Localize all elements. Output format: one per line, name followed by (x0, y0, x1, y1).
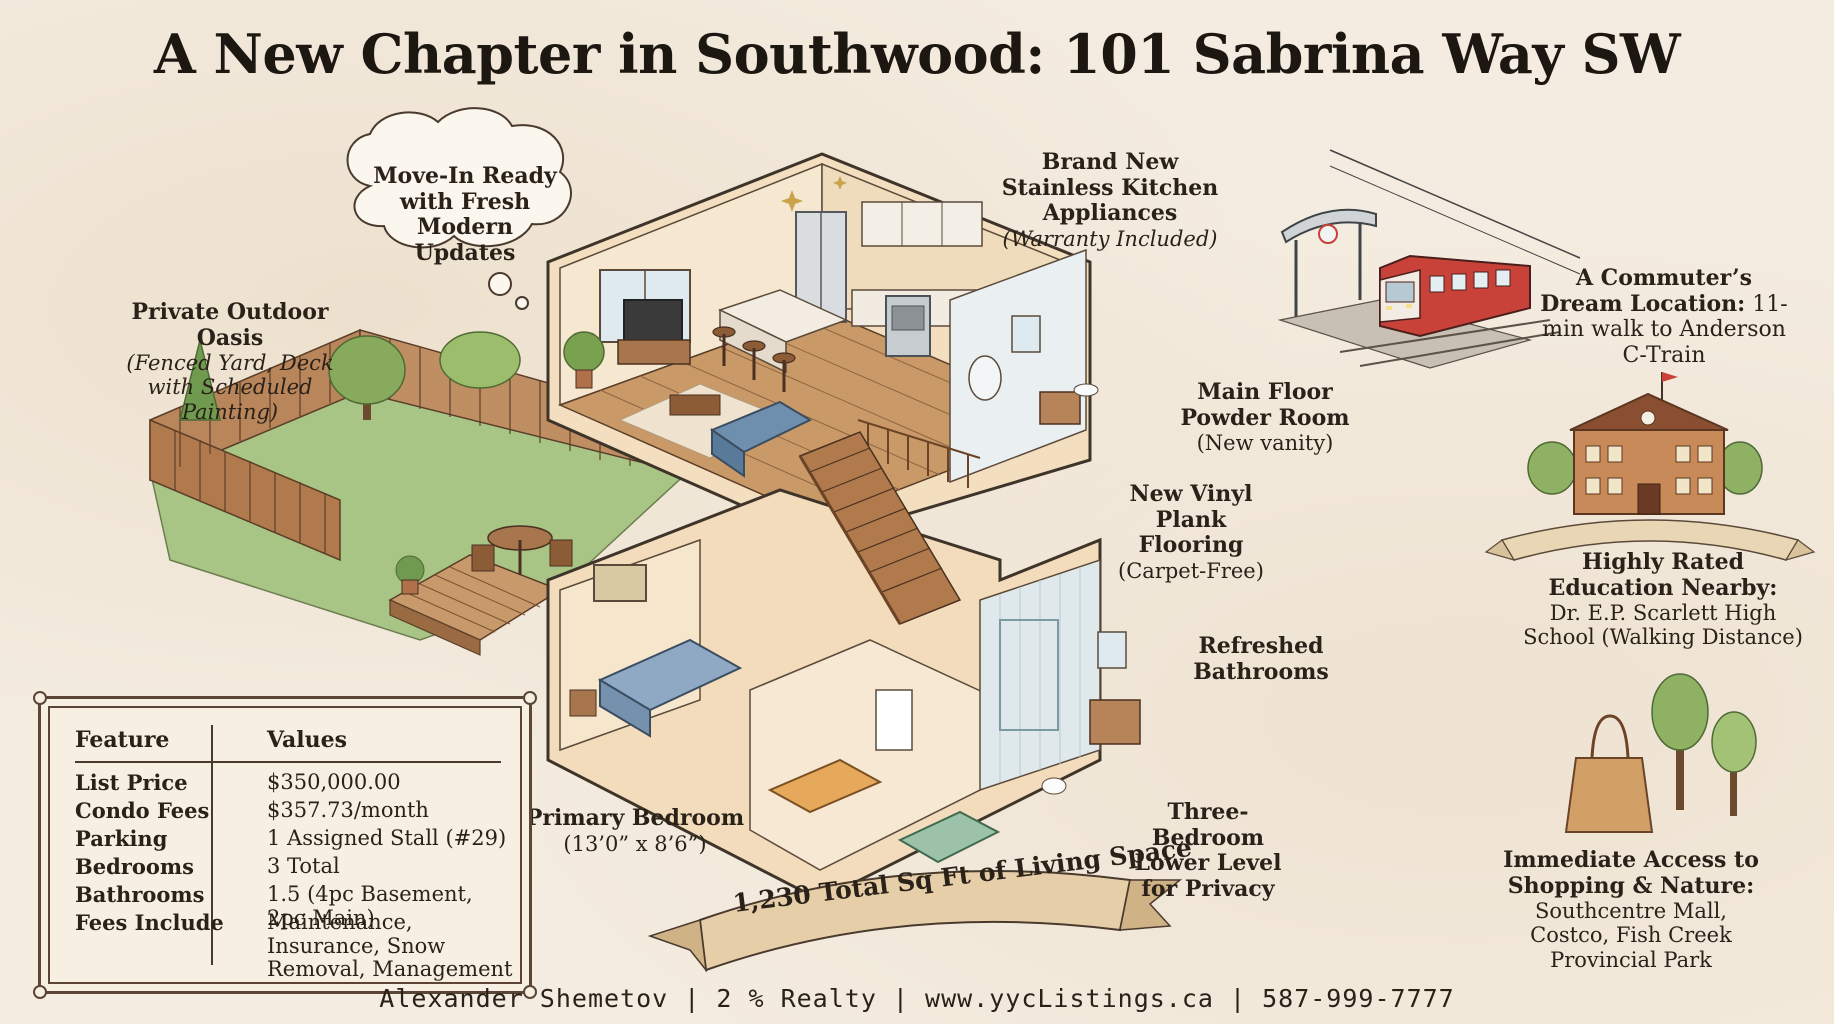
callout-kitchen-heading: Brand New Stainless Kitchen Appliances (1001, 149, 1219, 227)
row-value: $357.73/month (267, 798, 429, 822)
column-divider (211, 725, 213, 965)
callout-powder-room-note: (New vanity) (1196, 431, 1334, 456)
row-value: 1.5 (4pc Basement, 2pc Main) (267, 882, 473, 930)
tree-icon (1651, 673, 1757, 816)
callout-commuter-detail: 11-min walk to Anderson C-Train (1542, 291, 1788, 368)
callout-move-in-text: Move-In Ready with Fresh Modern Updates (373, 163, 557, 266)
ornament-corner (33, 691, 47, 705)
row-value: 3 Total (267, 854, 340, 878)
staircase (798, 431, 962, 625)
row-feature: Condo Fees (75, 798, 210, 823)
shopping-bag-icon (1564, 714, 1654, 833)
callout-bathrooms-heading: Refreshed Bathrooms (1193, 633, 1329, 685)
callout-education-heading: Highly Rated Education Nearby: (1548, 549, 1778, 601)
row-feature: Bedrooms (75, 854, 194, 879)
callout-primary-bedroom: Primary Bedroom (13’0” x 8’6”) (520, 805, 750, 856)
header-divider (75, 761, 501, 763)
tree-icon (179, 331, 521, 421)
thought-bubble-icon (346, 107, 572, 310)
callout-primary-bedroom-note: (13’0” x 8’6”) (563, 831, 707, 856)
callout-kitchen: Brand New Stainless Kitchen Appliances (… (990, 149, 1230, 251)
callout-powder-room-heading: Main Floor Powder Room (1180, 379, 1350, 431)
callout-outdoor-heading: Private Outdoor Oasis (131, 299, 329, 351)
sparkle-icon (781, 176, 847, 212)
callout-kitchen-note: (Warranty Included) (1002, 226, 1218, 251)
callout-flooring-heading: New Vinyl Plank Flooring (1129, 481, 1253, 559)
callout-flooring-note: (Carpet-Free) (1118, 558, 1264, 583)
agent-contact-footer: Alexander Shemetov | 2 % Realty | www.yy… (379, 984, 1455, 1013)
callout-commuter: A Commuter’s Dream Location: 11-min walk… (1536, 265, 1792, 368)
callout-education-detail: Dr. E.P. Scarlett High School (Walking D… (1523, 601, 1803, 650)
row-feature: Fees Include (75, 910, 224, 935)
table-header-feature: Feature (75, 727, 170, 753)
callout-bathrooms: Refreshed Bathrooms (1186, 633, 1336, 685)
callout-lower-level: Three-Bedroom Lower Level for Privacy (1116, 799, 1300, 902)
callout-education: Highly Rated Education Nearby: Dr. E.P. … (1520, 549, 1806, 650)
row-value: $350,000.00 (267, 770, 401, 794)
house-cutaway-illustration (546, 152, 1141, 902)
callout-outdoor-note: (Fenced Yard, Deck with Scheduled Painti… (126, 351, 334, 424)
table-header-values: Values (267, 727, 348, 753)
row-value: Maintenance, Insurance, Snow Removal, Ma… (267, 910, 513, 982)
callout-shopping: Immediate Access to Shopping & Nature: S… (1500, 847, 1762, 972)
callout-flooring: New Vinyl Plank Flooring (Carpet-Free) (1106, 481, 1276, 583)
callout-outdoor: Private Outdoor Oasis (Fenced Yard, Deck… (100, 299, 360, 424)
callout-primary-bedroom-heading: Primary Bedroom (525, 805, 745, 831)
ornament-corner (523, 691, 537, 705)
callout-powder-room: Main Floor Powder Room (New vanity) (1160, 379, 1370, 456)
feature-table: Feature Values List Price $350,000.00 Co… (33, 691, 537, 999)
school-icon (1484, 372, 1816, 561)
callout-lower-level-heading: Three-Bedroom Lower Level for Privacy (1134, 799, 1282, 902)
row-feature: Parking (75, 826, 168, 851)
deck (388, 525, 573, 656)
callout-shopping-heading: Immediate Access to Shopping & Nature: (1503, 847, 1759, 899)
ornament-corner (33, 985, 47, 999)
callout-move-in: Move-In Ready with Fresh Modern Updates (370, 163, 560, 266)
page-title: A New Chapter in Southwood: 101 Sabrina … (153, 22, 1681, 86)
callout-commuter-heading: A Commuter’s Dream Location: (1540, 265, 1753, 317)
row-feature: List Price (75, 770, 188, 795)
train-icon (1277, 149, 1581, 369)
callout-shopping-detail: Southcentre Mall, Costco, Fish Creek Pro… (1530, 899, 1732, 972)
row-feature: Bathrooms (75, 882, 205, 907)
row-value: 1 Assigned Stall (#29) (267, 826, 507, 850)
ornament-corner (523, 985, 537, 999)
